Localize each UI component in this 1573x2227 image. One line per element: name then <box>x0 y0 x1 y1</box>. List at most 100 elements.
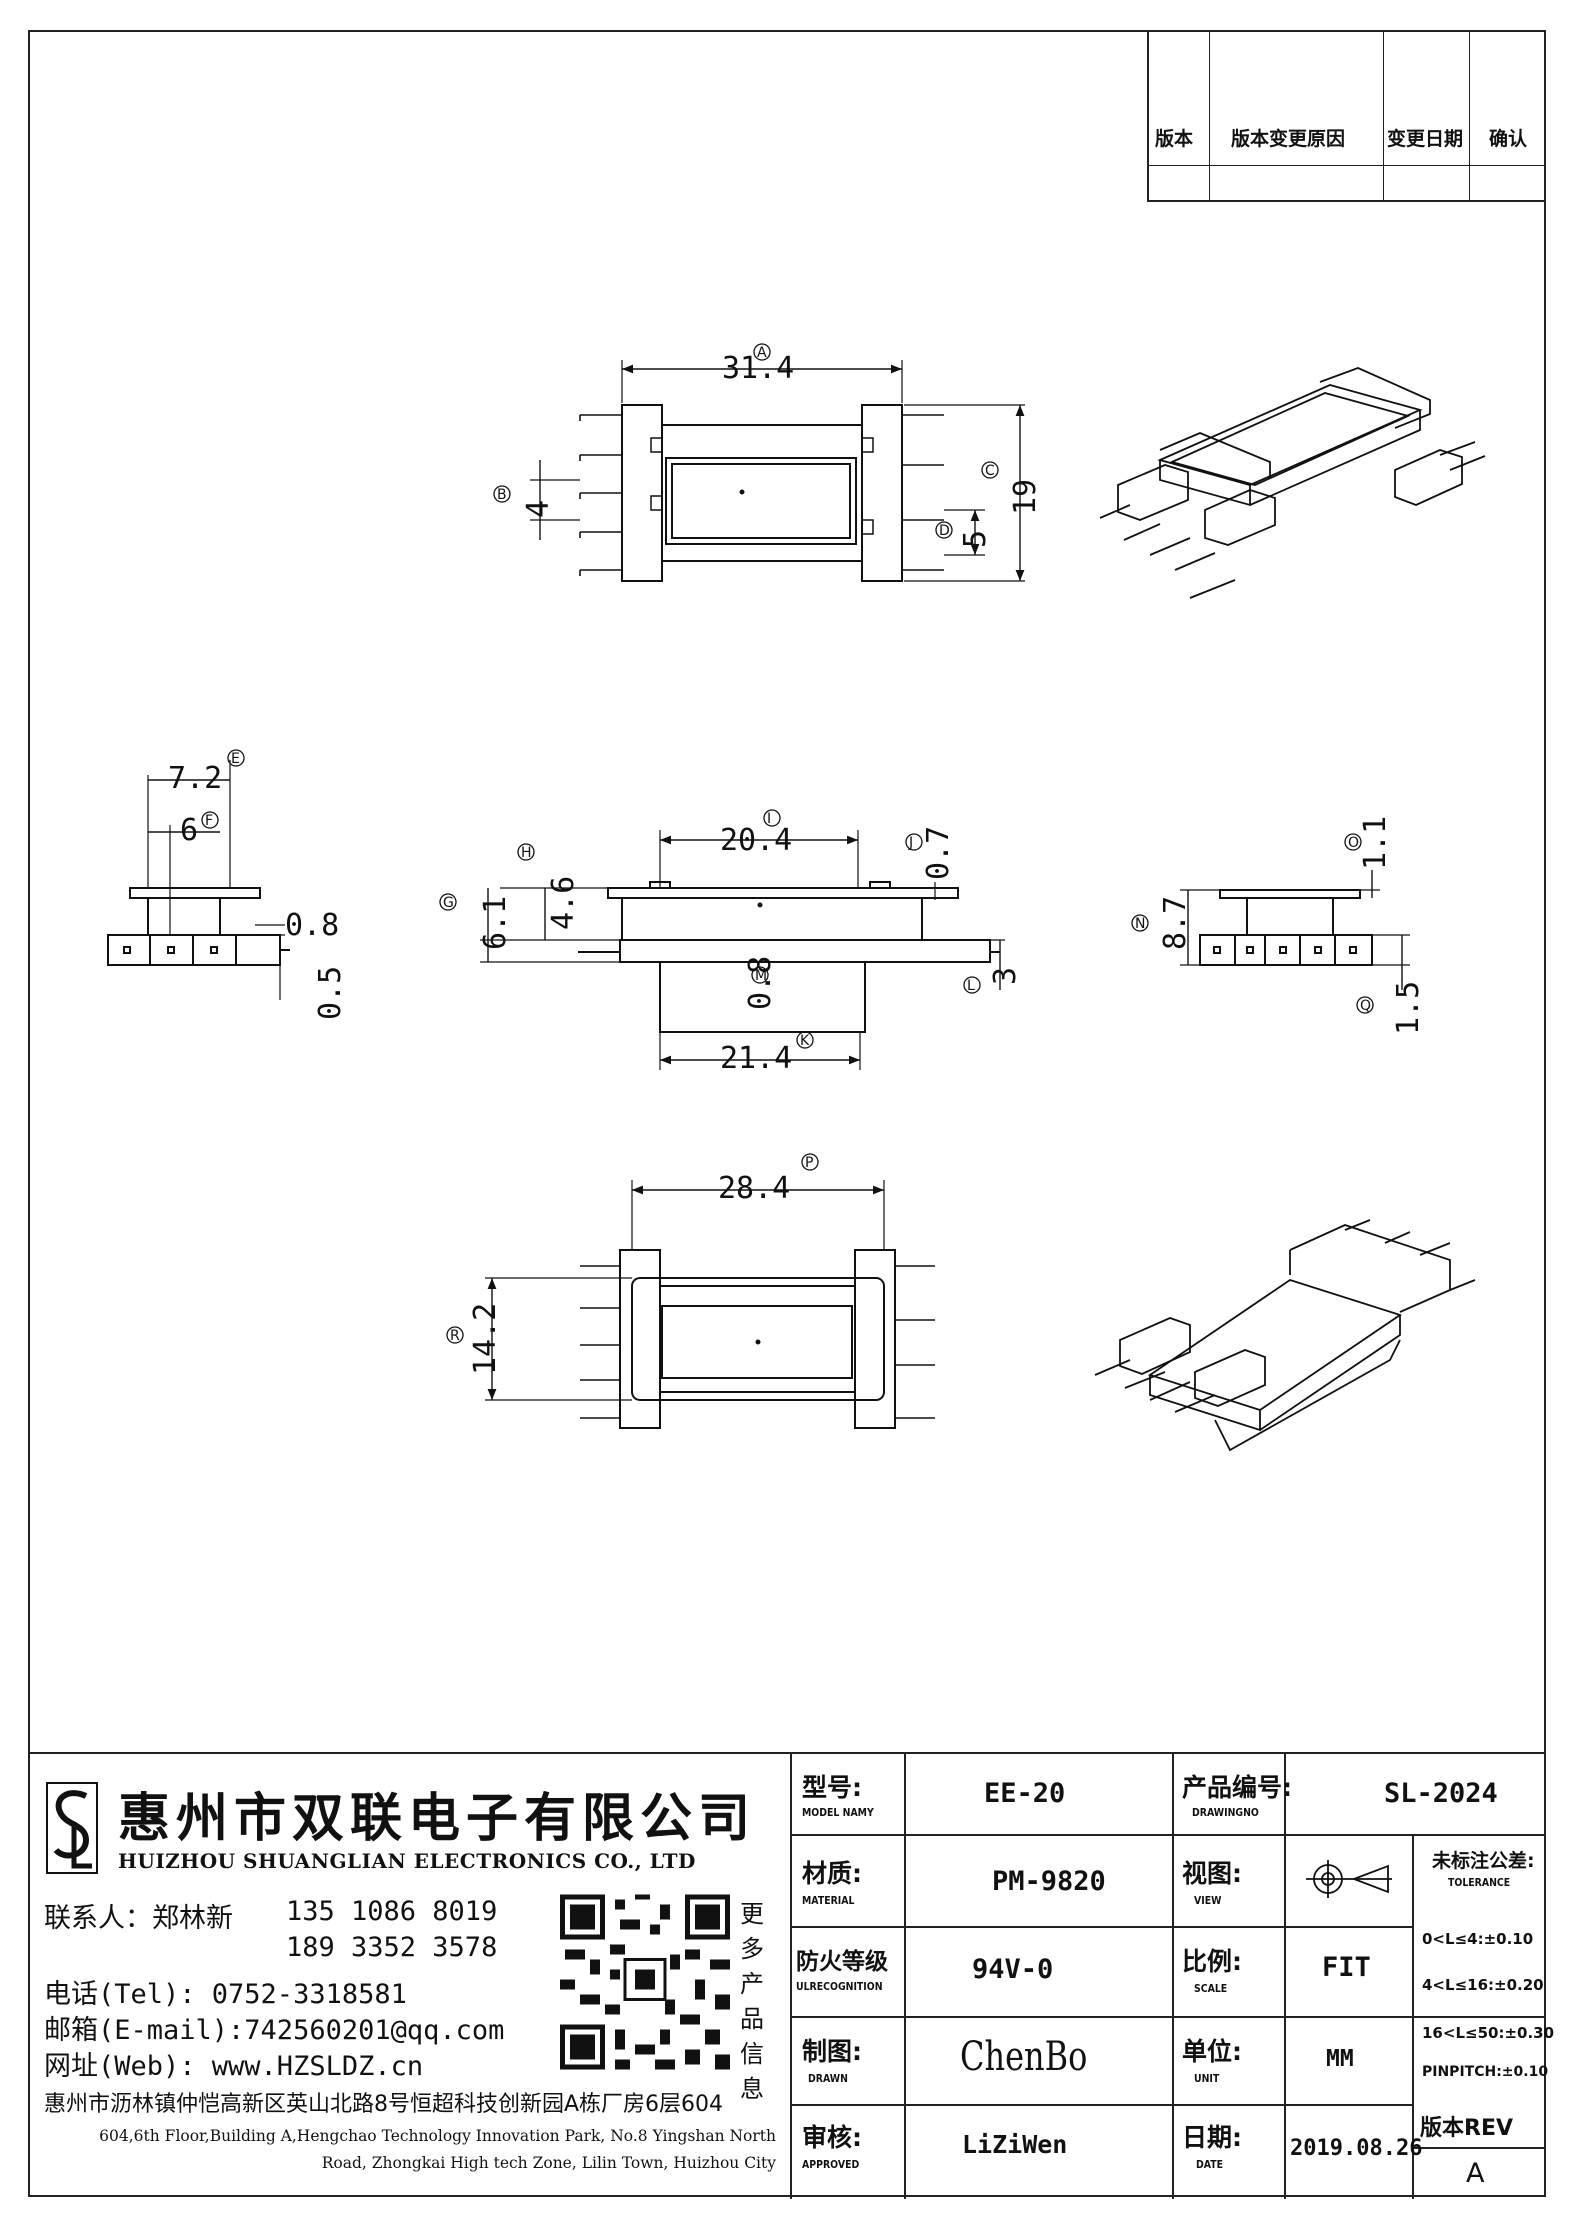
dim-top-height: 19 <box>1008 479 1043 515</box>
company-logo-icon <box>46 1782 98 1874</box>
model-label: 型号: <box>802 1773 862 1802</box>
drawn-value: ChenBo <box>960 2034 1088 2080</box>
view-sub: VIEW <box>1194 1894 1222 1907</box>
rev-header-confirm: 确认 <box>1489 128 1528 150</box>
address-en-line2: Road, Zhongkai High tech Zone, Lilin Tow… <box>321 2154 776 2172</box>
svg-text:F: F <box>205 813 213 829</box>
tolerance-range-2: 4<L≤16:±0.20 <box>1422 1976 1544 1994</box>
dim-front-bottom-width: 21.4 <box>720 1041 792 1076</box>
rev-header-date: 变更日期 <box>1387 128 1464 150</box>
dim-top-width: 31.4 <box>722 351 794 386</box>
svg-text:E: E <box>231 751 240 767</box>
company-name-en: HUIZHOU SHUANGLIAN ELECTRONICS CO., LTD <box>118 1849 696 1873</box>
svg-text:G: G <box>443 895 454 911</box>
svg-text:I: I <box>767 811 771 827</box>
svg-text:H: H <box>521 845 532 861</box>
unit-value: MM <box>1326 2046 1354 2072</box>
revision-label: 版本REV <box>1420 2116 1513 2141</box>
rev-header-version: 版本 <box>1155 128 1194 150</box>
approved-label: 审核: <box>802 2123 862 2152</box>
approved-sub: APPROVED <box>802 2158 860 2171</box>
top-view <box>530 360 1025 582</box>
unit-sub: UNIT <box>1194 2072 1220 2085</box>
svg-text:C: C <box>985 463 995 479</box>
drawing-number-value: SL-2024 <box>1384 1778 1498 1809</box>
material-label: 材质: <box>802 1859 862 1888</box>
svg-text:P: P <box>805 1155 813 1171</box>
title-grid: 型号: MODEL NAMY EE-20 产品编号: DRAWINGNO SL-… <box>792 1754 1554 2199</box>
drawn-sub: DRAWN <box>808 2072 848 2085</box>
fire-rating-label: 防火等级 <box>796 1949 888 1975</box>
material-value: PM-9820 <box>992 1866 1106 1897</box>
dim-front-w3: 3 <box>988 967 1023 985</box>
date-sub: DATE <box>1196 2158 1224 2171</box>
fire-rating-sub: ULRECOGNITION <box>796 1980 883 1993</box>
tolerance-range-1: 0<L≤4:±0.10 <box>1422 1930 1534 1948</box>
dim-top-pin-offset: 5 <box>958 530 993 548</box>
tolerance-label: 未标注公差: <box>1432 1850 1535 1872</box>
iso-view-bottom <box>1094 1219 1476 1452</box>
contact-person: 联系人：郑林新 <box>44 1903 233 1934</box>
right-side-view <box>1180 870 1410 990</box>
dim-front-top-width: 20.4 <box>720 823 792 858</box>
material-sub: MATERIAL <box>802 1894 855 1907</box>
scale-sub: SCALE <box>1194 1982 1228 1995</box>
dim-left-d4: 0.5 <box>313 966 348 1020</box>
address-cn: 惠州市沥林镇仲恺高新区英山北路8号恒超科技创新园A栋厂房6层604 <box>44 2092 724 2117</box>
contact-web: 网址(Web): www.HZSLDZ.cn <box>44 2051 424 2082</box>
dim-front-w1: 0.7 <box>921 826 956 880</box>
revision-value: A <box>1466 2158 1485 2189</box>
balloon-letters: A C B D E F I H G J M K L N O Q P R <box>205 345 1371 1344</box>
drawing-number-label: 产品编号: <box>1182 1773 1292 1802</box>
svg-text:B: B <box>497 487 507 503</box>
scale-label: 比例: <box>1182 1947 1242 1976</box>
svg-text:K: K <box>800 1033 810 1049</box>
dim-left-d2: 6 <box>180 813 198 848</box>
scale-value: FIT <box>1322 1952 1371 1983</box>
svg-text:R: R <box>450 1328 460 1344</box>
front-view <box>480 830 1005 1070</box>
left-side-view <box>107 760 290 1000</box>
tolerance-pin-pitch: PINPITCH:±0.10 <box>1422 2064 1549 2080</box>
company-info: 惠州市双联电子有限公司 HUIZHOU SHUANGLIAN ELECTRONI… <box>28 1754 792 2199</box>
drawing-number-sub: DRAWINGNO <box>1192 1806 1259 1819</box>
company-name-cn: 惠州市双联电子有限公司 <box>118 1788 757 1849</box>
dimension-labels: 31.4 19 4 5 7.2 6 0.8 0.5 20.4 21.4 4.6 … <box>168 351 1426 1375</box>
view-label: 视图: <box>1182 1859 1242 1888</box>
dim-front-h1: 4.6 <box>546 876 581 930</box>
projection-symbol-icon <box>1306 1860 1392 1898</box>
dim-right-h: 8.7 <box>1158 896 1193 950</box>
revision-table: 版本 版本变更原因 变更日期 确认 <box>1147 30 1546 202</box>
dim-right-t2: 1.5 <box>1391 981 1426 1035</box>
model-value: EE-20 <box>984 1778 1066 1809</box>
unit-label: 单位: <box>1182 2037 1242 2066</box>
dim-top-pitch: 4 <box>521 500 556 518</box>
svg-text:A: A <box>757 345 767 361</box>
dim-left-d1: 7.2 <box>168 761 222 796</box>
dim-bottom-width: 28.4 <box>718 1171 790 1206</box>
dim-bottom-height: 14.2 <box>468 1303 503 1375</box>
title-block: 惠州市双联电子有限公司 HUIZHOU SHUANGLIAN ELECTRONI… <box>28 1752 1554 2199</box>
more-product-info-vertical: 更多 产品 信息 <box>740 1900 764 2103</box>
svg-text:L: L <box>967 978 975 994</box>
svg-text:J: J <box>908 835 913 851</box>
svg-text:M: M <box>755 968 767 984</box>
model-sub: MODEL NAMY <box>802 1806 874 1819</box>
bottom-view <box>485 1180 935 1429</box>
date-label: 日期: <box>1182 2123 1242 2152</box>
tolerance-sub: TOLERANCE <box>1448 1876 1511 1889</box>
tolerance-range-3: 16<L≤50:±0.30 <box>1422 2024 1555 2042</box>
drawn-label: 制图: <box>802 2037 862 2066</box>
svg-text:N: N <box>1135 916 1145 932</box>
rev-header-reason: 版本变更原因 <box>1231 128 1346 150</box>
balloon-markers <box>201 343 1374 1344</box>
drawing-sheet-border <box>28 30 1546 2197</box>
svg-text:O: O <box>1348 835 1359 851</box>
svg-text:Q: Q <box>1360 998 1371 1014</box>
svg-text:D: D <box>939 523 950 539</box>
contact-email: 邮箱(E-mail):742560201@qq.com <box>44 2015 505 2046</box>
contact-phone-1: 135 1086 8019 <box>286 1896 498 1927</box>
date-value: 2019.08.26 <box>1290 2136 1423 2161</box>
dim-left-d3: 0.8 <box>285 908 339 943</box>
dim-right-t1: 1.1 <box>1358 816 1393 870</box>
